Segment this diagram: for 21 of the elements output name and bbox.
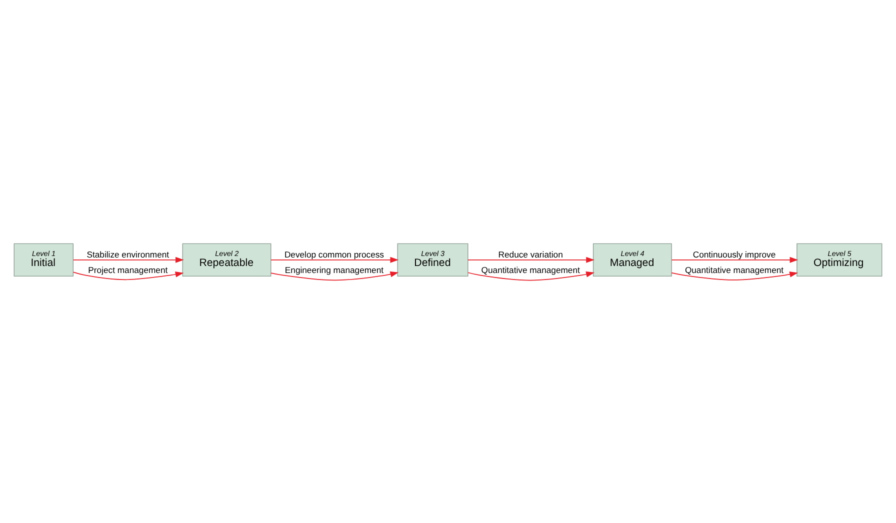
node-box: Level 1 Initial (14, 242, 74, 276)
arrow (270, 256, 399, 262)
arrow (468, 270, 594, 280)
arrow (270, 270, 399, 280)
edge-label: Stabilize environment (86, 249, 170, 260)
arrow (671, 271, 798, 280)
node-box: Level 4 Managed (592, 242, 672, 276)
edge-label: Project management (88, 264, 168, 274)
edge-label: Quantitative management (684, 264, 784, 274)
edge-label: Engineering management (284, 264, 384, 274)
edge-label: Develop common process (284, 249, 384, 260)
node-box: Level 3 Defined (397, 242, 468, 276)
arrow (72, 256, 184, 262)
arrow (72, 271, 184, 280)
edge-label: Continuously improve (692, 249, 776, 260)
node-box: Level 5 Optimizing (796, 242, 882, 276)
edge-label: Reduce variation (498, 249, 563, 260)
node-box: Level 2 Repeatable (182, 242, 272, 276)
arrow (671, 256, 798, 262)
arrow (468, 256, 594, 262)
edge-label: Quantitative management (481, 264, 580, 274)
